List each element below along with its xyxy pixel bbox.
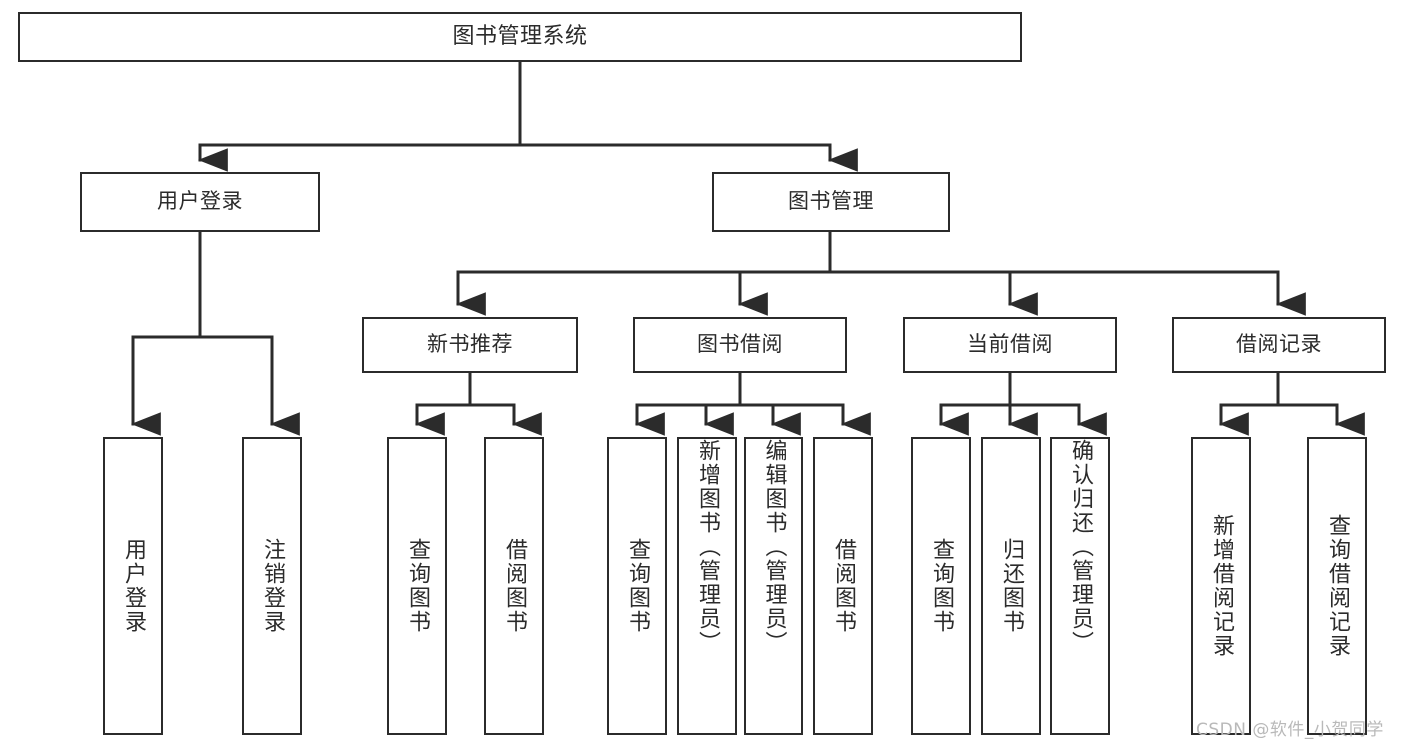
leaf-logout[interactable]: 注销登录	[242, 437, 302, 735]
node-label: 查询借阅记录	[1325, 514, 1350, 658]
leaf-user-login[interactable]: 用户登录	[103, 437, 163, 735]
node-label: 编辑图书（管理员）	[761, 439, 787, 655]
leaf-query-record[interactable]: 查询借阅记录	[1307, 437, 1367, 735]
node-label: 用户登录	[157, 189, 243, 214]
node-book-manage[interactable]: 图书管理	[712, 172, 950, 232]
node-label: 查询图书	[625, 538, 650, 634]
csdn-watermark: CSDN @软件_小贺同学	[1196, 715, 1384, 740]
leaf-return-book[interactable]: 归还图书	[981, 437, 1041, 735]
watermark-text: CSDN @软件_小贺同学	[1196, 720, 1384, 740]
node-label: 新增借阅记录	[1209, 514, 1234, 658]
leaf-add-record[interactable]: 新增借阅记录	[1191, 437, 1251, 735]
node-label: 查询图书	[929, 538, 954, 634]
leaf-add-book[interactable]: 新增图书（管理员）	[677, 437, 737, 735]
node-borrow-record[interactable]: 借阅记录	[1172, 317, 1386, 373]
node-label: 用户登录	[121, 538, 146, 634]
leaf-edit-book[interactable]: 编辑图书（管理员）	[744, 437, 803, 735]
node-label: 当前借阅	[967, 332, 1053, 357]
node-user-login[interactable]: 用户登录	[80, 172, 320, 232]
node-label: 注销登录	[260, 538, 285, 634]
node-current-borrow[interactable]: 当前借阅	[903, 317, 1117, 373]
node-label: 新书推荐	[427, 332, 513, 357]
node-label: 归还图书	[999, 538, 1024, 634]
leaf-query-book-1[interactable]: 查询图书	[387, 437, 447, 735]
node-label: 新增图书（管理员）	[695, 439, 720, 655]
node-label: 借阅图书	[502, 538, 527, 634]
leaf-query-book-3[interactable]: 查询图书	[911, 437, 971, 735]
leaf-confirm-return[interactable]: 确认归还（管理员）	[1050, 437, 1110, 735]
node-label: 图书管理系统	[452, 23, 588, 49]
leaf-query-book-2[interactable]: 查询图书	[607, 437, 667, 735]
node-label: 借阅图书	[831, 538, 856, 634]
node-label: 图书管理	[788, 189, 874, 214]
node-book-borrow[interactable]: 图书借阅	[633, 317, 847, 373]
leaf-borrow-book-2[interactable]: 借阅图书	[813, 437, 873, 735]
node-label: 查询图书	[405, 538, 430, 634]
node-new-book-rec[interactable]: 新书推荐	[362, 317, 578, 373]
node-label: 借阅记录	[1236, 332, 1322, 357]
node-label: 图书借阅	[697, 332, 783, 357]
node-root-system[interactable]: 图书管理系统	[18, 12, 1022, 62]
node-label: 确认归还（管理员）	[1068, 439, 1093, 655]
leaf-borrow-book-1[interactable]: 借阅图书	[484, 437, 544, 735]
